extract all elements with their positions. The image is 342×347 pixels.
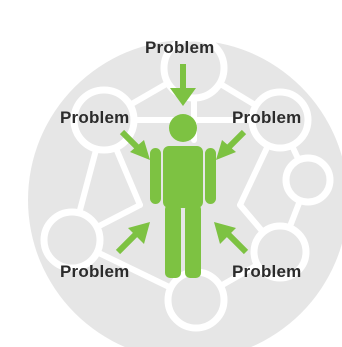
arrow-upper-left [119, 129, 150, 160]
arrow-upper-right [216, 129, 247, 160]
arrow-lower-right [214, 222, 249, 255]
network-nodes [40, 34, 334, 332]
arrows [115, 64, 249, 255]
arrow-lower-left [115, 222, 150, 255]
problem-label-lower-right: Problem [232, 262, 302, 281]
problem-label-top: Problem [145, 38, 215, 57]
network-node [40, 208, 104, 272]
problem-label-upper-right: Problem [232, 108, 302, 127]
network-node [164, 268, 228, 332]
network-node [250, 222, 310, 282]
arrow-top [170, 64, 196, 106]
problem-label-lower-left: Problem [60, 262, 130, 281]
person-icon [150, 114, 216, 278]
network-node [70, 86, 138, 154]
problem-label-upper-left: Problem [60, 108, 130, 127]
network-node [282, 154, 334, 206]
network-node [248, 88, 312, 152]
network-node [160, 34, 228, 102]
